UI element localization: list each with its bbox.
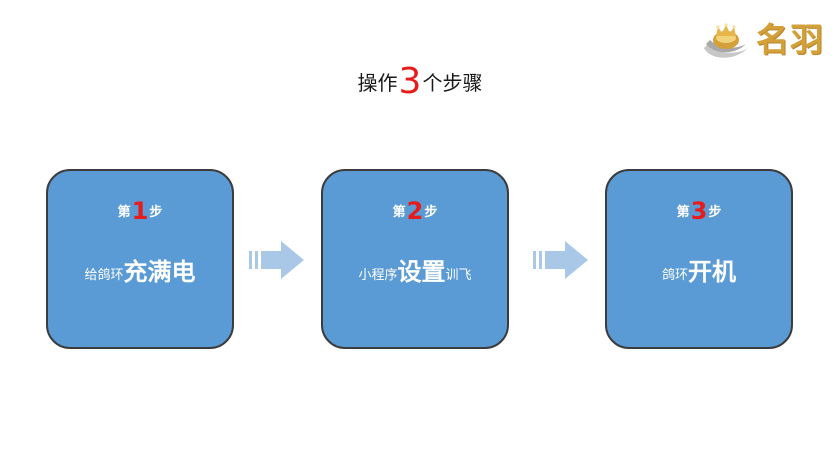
step-number: 1: [131, 197, 149, 225]
step-action-small-after: 训飞: [445, 268, 472, 283]
step-label-suffix: 步: [149, 205, 163, 220]
step-label-suffix: 步: [424, 205, 438, 220]
step-card-2: 第2步 小程序设置训飞: [321, 169, 509, 349]
step-label: 第3步: [607, 197, 791, 227]
logo-text: 名羽: [756, 20, 824, 59]
step-action-big: 开机: [688, 258, 736, 286]
title-prefix: 操作: [357, 71, 398, 95]
step-number: 3: [690, 197, 708, 225]
arrow-right-icon: [533, 241, 588, 279]
step-action: 鸽环开机: [607, 255, 791, 293]
title-suffix: 个步骤: [422, 71, 483, 95]
step-card-1: 第1步 给鸽环充满电: [46, 169, 234, 349]
step-action-small: 给鸽环: [84, 268, 124, 283]
step-label-prefix: 第: [392, 205, 406, 220]
step-action: 小程序设置训飞: [323, 255, 507, 293]
title-number: 3: [398, 61, 422, 102]
step-action-small: 小程序: [358, 268, 398, 283]
step-action-small: 鸽环: [661, 268, 688, 283]
step-card-3: 第3步 鸽环开机: [605, 169, 793, 349]
step-label-prefix: 第: [676, 205, 690, 220]
step-label: 第1步: [48, 197, 232, 227]
step-action-big: 充满电: [123, 258, 196, 286]
page-title: 操作3个步骤: [0, 62, 840, 102]
crown-wing-icon: [704, 23, 748, 58]
step-number: 2: [406, 197, 424, 225]
step-action-big: 设置: [397, 258, 446, 286]
step-label-prefix: 第: [117, 205, 131, 220]
brand-logo: 名羽: [700, 18, 830, 62]
step-label-suffix: 步: [708, 205, 722, 220]
step-action: 给鸽环充满电: [48, 255, 232, 293]
arrow-right-icon: [249, 241, 304, 279]
step-label: 第2步: [323, 197, 507, 227]
